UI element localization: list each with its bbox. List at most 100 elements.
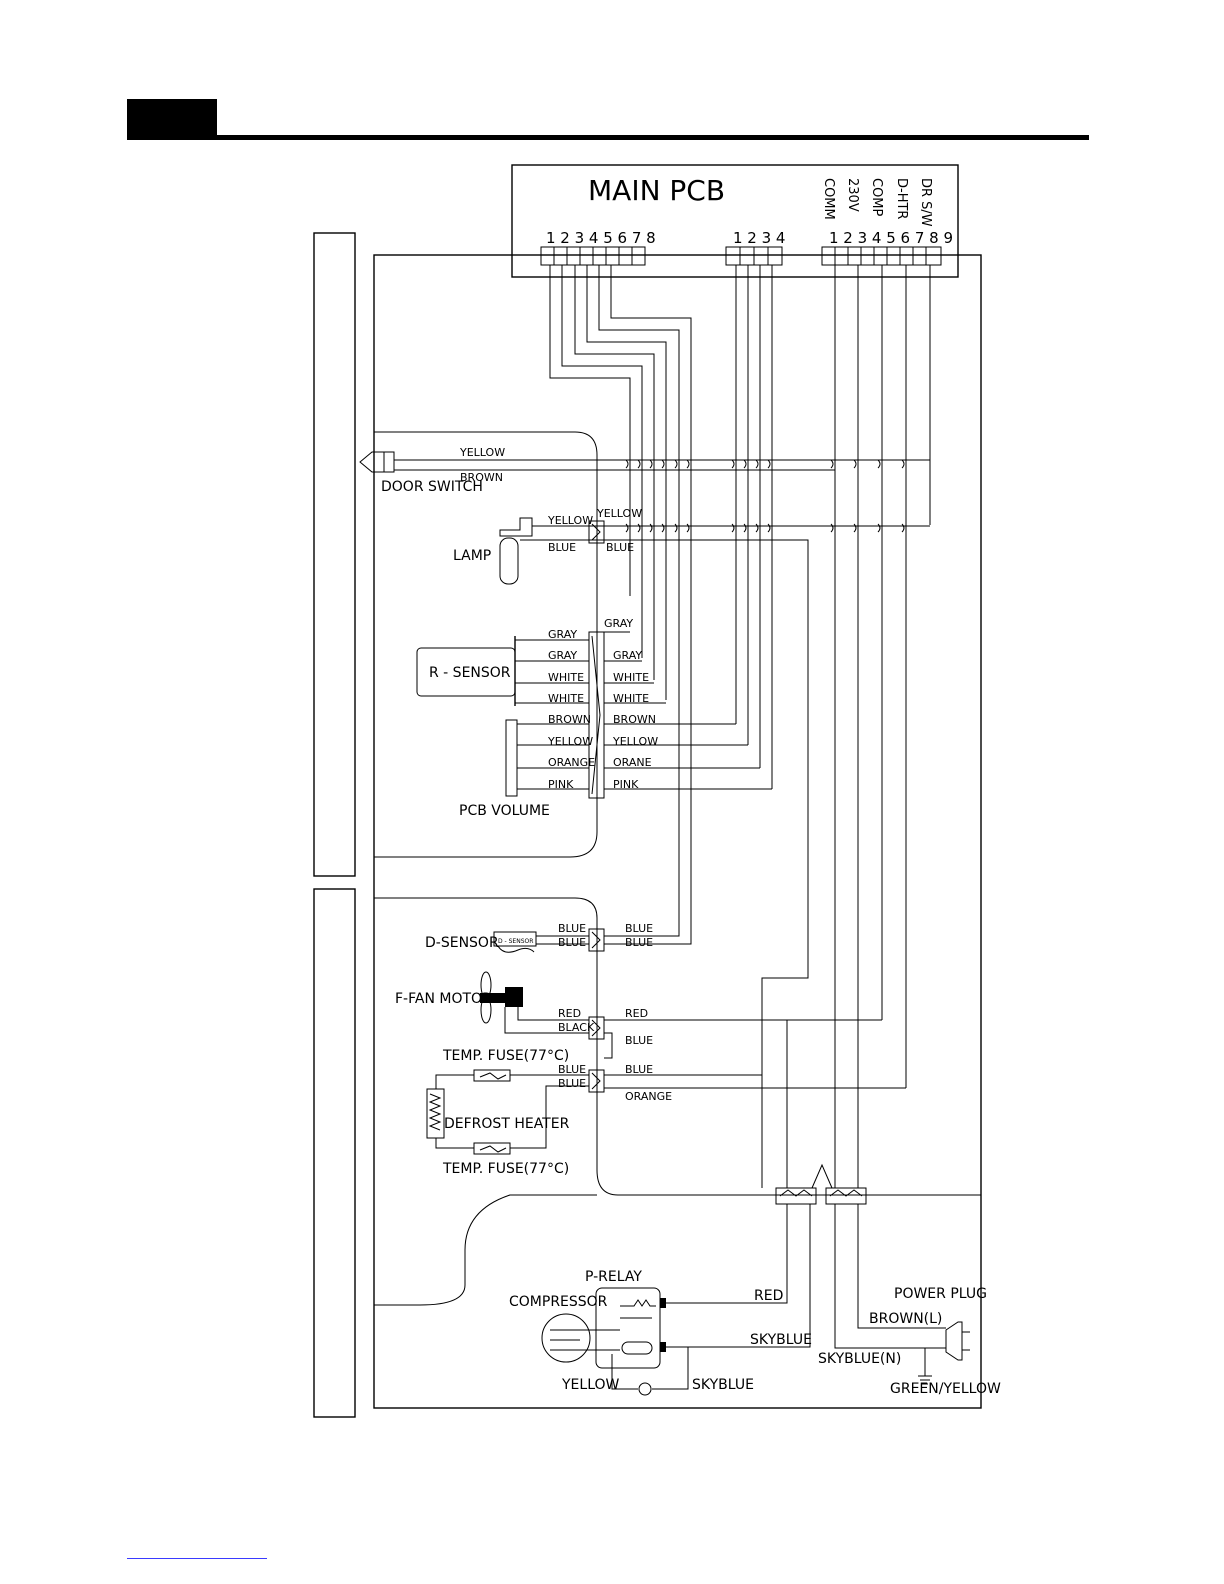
header-rule — [127, 135, 1089, 140]
heater-blue-2-left-label: BLUE — [558, 1077, 586, 1090]
pcb-volume-body — [505, 719, 518, 797]
rs-white-1-right-label: WHITE — [613, 671, 649, 684]
lamp-yellow-right-label: YELLOW — [596, 507, 642, 520]
header-block — [127, 99, 217, 139]
r-sensor-label: R - SENSOR — [429, 665, 511, 681]
power-junction-connector-2 — [825, 1187, 867, 1205]
pv-yellow-right-label: YELLOW — [612, 735, 658, 748]
lamp-connector — [588, 520, 605, 544]
temp-fuse-bottom-element — [479, 1145, 507, 1153]
lamp-wire-blue — [520, 539, 809, 1188]
p-relay-terminal-2 — [660, 1342, 666, 1352]
connector-a-pin-numbers: 1 2 3 4 5 6 7 8 — [546, 229, 656, 247]
outer-frame — [373, 254, 982, 1409]
p-relay-label: P-RELAY — [585, 1269, 642, 1285]
machine-room-outline — [374, 1194, 597, 1306]
heater-fuse-bottom-wire — [510, 1085, 589, 1149]
pv-brown-left-label: BROWN — [548, 713, 591, 726]
defrost-heater-label: DEFROST HEATER — [444, 1116, 570, 1132]
power-junction-connector-1 — [775, 1187, 817, 1205]
rs-gray-1-left-label: GRAY — [548, 628, 577, 641]
d-sensor-body-label: D - SENSOR — [498, 938, 533, 945]
main-pcb-box — [511, 164, 959, 278]
main-pcb-title: MAIN PCB — [588, 174, 725, 207]
rs-white-2-right-label: WHITE — [613, 692, 649, 705]
compressor-to-relay-wires — [580, 1329, 620, 1351]
terminal-label-comm: COMM — [821, 178, 836, 220]
connector-a-wires — [549, 265, 692, 938]
d-sensor-wire-2 — [536, 938, 692, 945]
plug-ground-label: GREEN/YELLOW — [890, 1381, 1001, 1397]
ground-symbol — [918, 1348, 932, 1385]
fan-red-right-label: RED — [625, 1007, 648, 1020]
pv-brown-right-label: BROWN — [613, 713, 656, 726]
heater-orange-right-label: ORANGE — [625, 1090, 672, 1103]
pv-orange-left-label: ORANGE — [548, 756, 595, 769]
lamp-symbol — [499, 517, 533, 585]
pv-yellow-left-label: YELLOW — [547, 735, 593, 748]
plug-skyblue-label: SKYBLUE(N) — [818, 1351, 901, 1367]
door-switch-symbol — [359, 451, 395, 473]
pv-pink-left-label: PINK — [548, 778, 574, 791]
fan-motor-symbol — [480, 971, 523, 1024]
connector-c — [821, 246, 942, 266]
fan-wire-black — [504, 1007, 589, 1034]
d-sensor-label: D-SENSOR — [425, 935, 499, 951]
junction-bridge — [811, 1163, 833, 1189]
relay-red-label: RED — [754, 1288, 783, 1304]
temp-fuse-bottom-label: TEMP. FUSE(77°C) — [442, 1161, 569, 1177]
rs-gray-2-left-label: GRAY — [548, 649, 577, 662]
plug-brown-label: BROWN(L) — [869, 1311, 942, 1327]
pv-pink-right-label: PINK — [613, 778, 639, 791]
fan-blue-right-label: BLUE — [625, 1034, 653, 1047]
pcb-volume-label: PCB VOLUME — [459, 803, 550, 819]
ds-blue-2-left-label: BLUE — [558, 936, 586, 949]
side-bar-lower — [313, 888, 356, 1418]
ds-blue-1-left-label: BLUE — [558, 922, 586, 935]
sensor-volume-wires — [515, 631, 772, 790]
overload-wire — [611, 1347, 689, 1390]
connector-b-pin-numbers: 1 2 3 4 — [733, 229, 785, 247]
d-sensor-connector — [588, 928, 605, 952]
temp-fuse-top-label: TEMP. FUSE(77°C) — [442, 1048, 569, 1064]
p-relay-box — [595, 1287, 661, 1369]
door-wire-brown-label: BROWN — [460, 471, 503, 484]
p-relay-ptc — [621, 1341, 653, 1355]
rs-gray-1-right-label: GRAY — [604, 617, 633, 630]
compressor-windings — [550, 1329, 580, 1351]
rs-gray-2-right-label: GRAY — [613, 649, 642, 662]
fan-heater-jumper — [604, 1032, 613, 1059]
power-plug-symbol — [945, 1321, 963, 1361]
connector-b-wires — [735, 265, 773, 789]
sensor-volume-connector — [588, 631, 605, 799]
power-plug-prongs — [962, 1331, 970, 1351]
side-bar-upper — [313, 232, 356, 877]
refrigerator-compartment-outline — [374, 431, 598, 858]
pv-orange-right-label: ORANE — [613, 756, 652, 769]
comp-yellow-label: YELLOW — [561, 1377, 620, 1393]
heater-blue-1-right-label: BLUE — [625, 1063, 653, 1076]
temp-fuse-top-element — [479, 1072, 507, 1080]
overload-protector-symbol — [638, 1382, 652, 1396]
fan-red-left-label: RED — [558, 1007, 581, 1020]
power-plug-label: POWER PLUG — [894, 1286, 987, 1302]
heater-blue-1-left-label: BLUE — [558, 1063, 586, 1076]
plug-wire-skyblue — [834, 1204, 946, 1349]
fan-wire-red — [517, 1003, 882, 1021]
terminal-label-dr-sw: DR S/W — [918, 178, 933, 227]
comp-skyblue-label: SKYBLUE — [692, 1377, 754, 1393]
terminal-label-230v: 230V — [845, 178, 860, 212]
lamp-blue-left-label: BLUE — [548, 541, 576, 554]
lamp-yellow-left-label: YELLOW — [547, 514, 593, 527]
connector-b — [725, 246, 783, 266]
freezer-compartment-outline — [374, 897, 981, 1196]
rs-white-1-left-label: WHITE — [548, 671, 584, 684]
p-relay-coil — [620, 1299, 656, 1319]
lamp-blue-right-label: BLUE — [606, 541, 634, 554]
ds-blue-2-right-label: BLUE — [625, 936, 653, 949]
f-fan-motor-label: F-FAN MOTOR — [395, 991, 492, 1007]
relay-wire-red — [666, 1204, 788, 1304]
door-switch-label: DOOR SWITCH — [381, 479, 483, 495]
